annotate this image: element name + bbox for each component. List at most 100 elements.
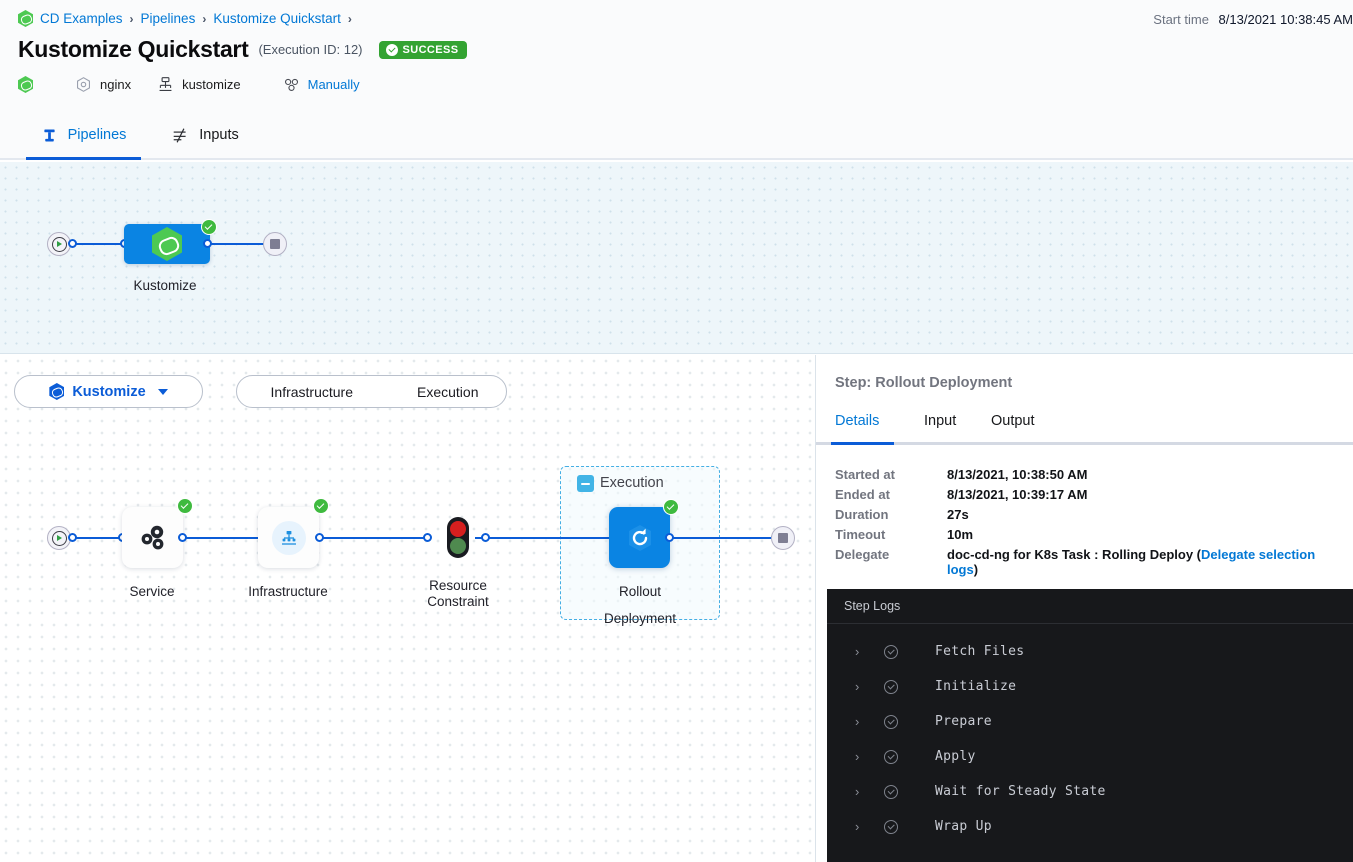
- log-row-label: Fetch Files: [935, 644, 1025, 659]
- meta-infrastructure-label: kustomize: [182, 77, 241, 92]
- harness-hex-icon: [152, 227, 182, 261]
- tab-output[interactable]: Output: [991, 413, 1035, 429]
- start-time-value: 8/13/2021 10:38:45 AM: [1218, 12, 1353, 27]
- breadcrumb-item-cd-examples[interactable]: CD Examples: [40, 11, 123, 26]
- step-node-resource-constraint[interactable]: [447, 517, 469, 558]
- play-icon: [51, 236, 67, 252]
- log-status-success-icon: [884, 784, 898, 799]
- tab-input[interactable]: Input: [924, 413, 957, 429]
- log-row-label: Wait for Steady State: [935, 784, 1106, 799]
- log-row-fetch-files[interactable]: › Fetch Files: [827, 634, 1353, 669]
- step-logs-header: Step Logs: [827, 589, 1353, 624]
- log-status-success-icon: [884, 749, 898, 764]
- stage-tab-execution[interactable]: Execution: [417, 383, 479, 400]
- pipeline-overview-canvas[interactable]: Kustomize: [0, 162, 1353, 354]
- delegate-selection-logs-link[interactable]: Delegate selection logs: [947, 547, 1316, 577]
- detail-row-duration: Duration 27s: [835, 507, 1335, 527]
- port-resource-out: [481, 533, 490, 542]
- collapse-group-button[interactable]: [577, 475, 594, 492]
- tab-inputs-label: Inputs: [199, 127, 239, 143]
- chevron-right-icon[interactable]: ›: [855, 644, 860, 659]
- chevron-right-icon: ›: [202, 11, 207, 26]
- detail-key: Delegate: [835, 547, 890, 562]
- breadcrumb-item-pipelines[interactable]: Pipelines: [140, 11, 196, 26]
- edge-infra-to-resource: [318, 537, 428, 539]
- inputs-icon: [173, 127, 186, 143]
- step-node-resource-constraint-label: Resource Constraint: [398, 578, 518, 610]
- active-tab-indicator: [26, 157, 141, 160]
- meta-trigger-label[interactable]: Manually: [307, 77, 360, 92]
- trigger-icon: [284, 78, 298, 92]
- log-status-success-icon: [884, 644, 898, 659]
- breadcrumb-item-kustomize-quickstart[interactable]: Kustomize Quickstart: [213, 11, 341, 26]
- tab-details[interactable]: Details: [835, 413, 880, 429]
- step-logs-panel: Step Logs › Fetch Files › Initialize › P…: [827, 589, 1353, 862]
- log-row-wrap-up[interactable]: › Wrap Up: [827, 809, 1353, 844]
- traffic-light-green-icon: [450, 538, 466, 554]
- stop-icon: [778, 533, 788, 543]
- service-gears-icon: [141, 525, 163, 549]
- execution-start-node[interactable]: [47, 526, 71, 550]
- log-row-prepare[interactable]: › Prepare: [827, 704, 1353, 739]
- port-rollout-out: [665, 533, 674, 542]
- step-node-rollout-deployment[interactable]: [609, 507, 670, 568]
- tab-pipelines-label: Pipelines: [67, 127, 127, 143]
- edge-resource-to-rollout: [475, 537, 615, 539]
- log-row-wait-for-steady-state[interactable]: › Wait for Steady State: [827, 774, 1353, 809]
- meta-service-label: nginx: [100, 77, 132, 92]
- stage-section-toggle: Infrastructure Execution: [236, 375, 507, 408]
- delegate-value-prefix: doc-cd-ng for K8s Task : Rolling Deploy …: [947, 547, 1201, 562]
- delegate-value-suffix: ): [973, 562, 979, 577]
- detail-value: doc-cd-ng for K8s Task : Rolling Deploy …: [947, 547, 1335, 577]
- step-detail-tabs: Details Input Output: [816, 413, 1353, 445]
- chevron-right-icon[interactable]: ›: [855, 714, 860, 729]
- chevron-right-icon[interactable]: ›: [855, 749, 860, 764]
- tab-inputs[interactable]: Inputs: [163, 110, 248, 160]
- infrastructure-icon: [159, 77, 172, 92]
- log-row-initialize[interactable]: › Initialize: [827, 669, 1353, 704]
- main-tabs: Pipelines Inputs: [0, 110, 1353, 160]
- rollout-label-line2: Deployment: [603, 611, 677, 626]
- log-status-success-icon: [884, 714, 898, 729]
- stage-status-success-icon: [201, 219, 217, 235]
- tab-pipelines[interactable]: Pipelines: [26, 110, 141, 160]
- meta-infrastructure: kustomize: [157, 76, 241, 93]
- meta-row: nginx kustomize: [18, 76, 360, 93]
- end-node[interactable]: [263, 232, 287, 256]
- chevron-right-icon[interactable]: ›: [855, 784, 860, 799]
- detail-row-timeout: Timeout 10m: [835, 527, 1335, 547]
- execution-end-node[interactable]: [771, 526, 795, 550]
- meta-trigger[interactable]: Manually: [283, 76, 360, 93]
- rollout-refresh-icon: [628, 524, 651, 551]
- stage-selector-label: Kustomize: [72, 383, 146, 400]
- log-row-label: Prepare: [935, 714, 992, 729]
- meta-service: nginx: [75, 76, 131, 93]
- step-node-service[interactable]: [122, 507, 183, 568]
- step-detail-title: Step: Rollout Deployment: [835, 375, 1013, 391]
- detail-row-started-at: Started at 8/13/2021, 10:38:50 AM: [835, 467, 1335, 487]
- port-start-out: [68, 239, 77, 248]
- play-icon: [51, 530, 67, 546]
- stop-icon: [270, 239, 280, 249]
- service-status-success-icon: [177, 498, 193, 514]
- stage-tab-infrastructure[interactable]: Infrastructure: [270, 383, 353, 400]
- step-node-infrastructure[interactable]: [258, 507, 319, 568]
- detail-value: 8/13/2021, 10:38:50 AM: [947, 467, 1088, 482]
- chevron-right-icon[interactable]: ›: [855, 679, 860, 694]
- log-row-label: Wrap Up: [935, 819, 992, 834]
- detail-key: Duration: [835, 507, 889, 522]
- detail-value: 8/13/2021, 10:39:17 AM: [947, 487, 1088, 502]
- port-resource-in: [423, 533, 432, 542]
- log-status-success-icon: [884, 679, 898, 694]
- log-row-apply[interactable]: › Apply: [827, 739, 1353, 774]
- pipeline-icon: [43, 129, 55, 141]
- stage-node-kustomize[interactable]: [124, 224, 210, 264]
- harness-hex-icon: [18, 76, 33, 93]
- port-service-out: [178, 533, 187, 542]
- meta-harness: [18, 76, 33, 93]
- step-details-list: Started at 8/13/2021, 10:38:50 AM Ended …: [835, 467, 1335, 577]
- chevron-right-icon[interactable]: ›: [855, 819, 860, 834]
- step-detail-active-tab-indicator: [831, 442, 894, 445]
- stage-selector-dropdown[interactable]: Kustomize: [14, 375, 203, 408]
- title-row: Kustomize Quickstart (Execution ID: 12) …: [18, 36, 468, 63]
